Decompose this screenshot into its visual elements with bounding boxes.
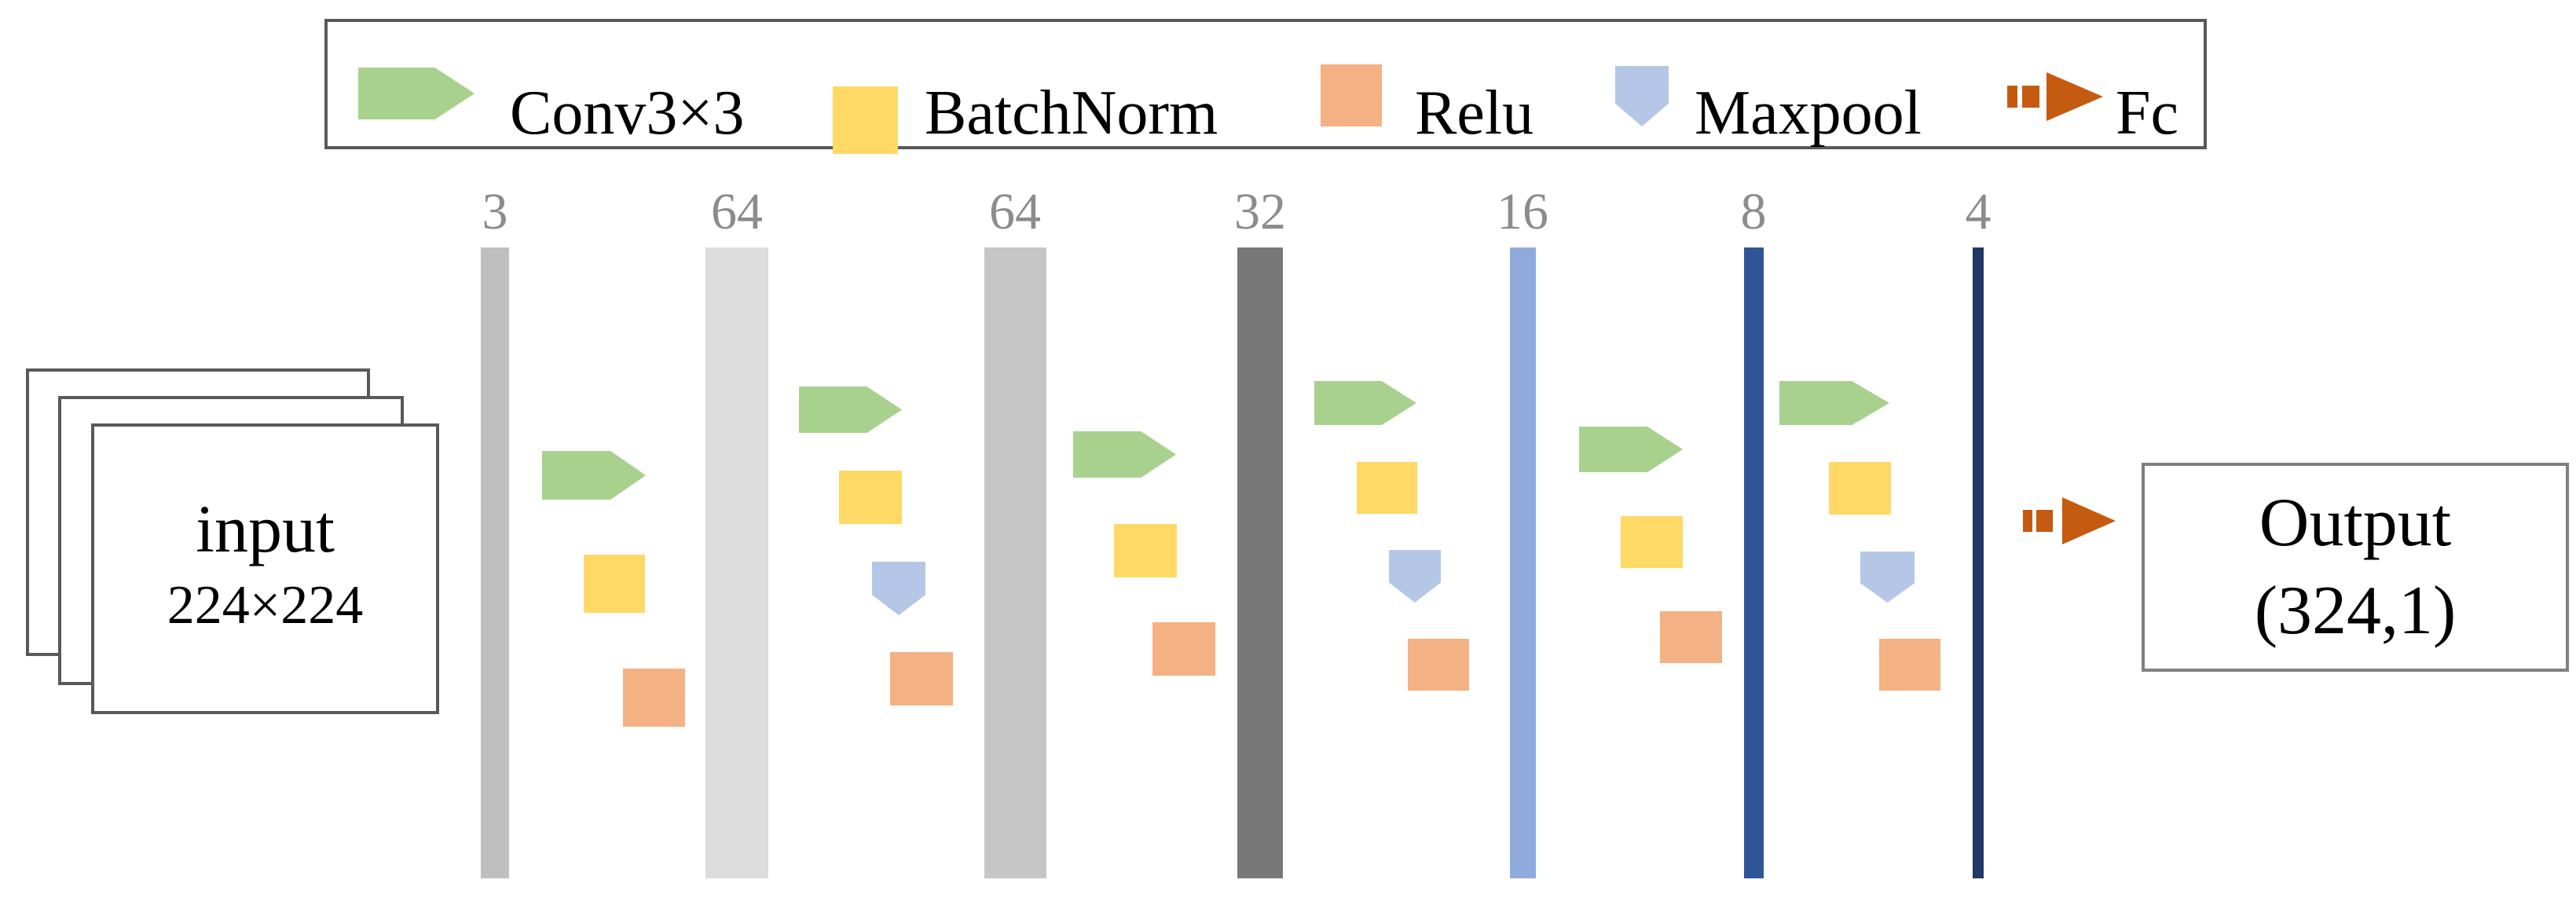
conv-icon (1779, 381, 1889, 425)
legend-label-conv: Conv3×3 (510, 79, 745, 148)
fc-icon-dash-small (2007, 86, 2017, 108)
feature-bar-2 (705, 247, 768, 878)
layer-label-3: 64 (989, 183, 1041, 240)
fc-icon-dash-small (2023, 510, 2032, 532)
legend-label-fc: Fc (2116, 79, 2178, 148)
input-sheet-front: input 224×224 (91, 423, 439, 714)
maxpool-icon (872, 562, 925, 615)
fc-icon (2023, 497, 2116, 544)
conv-icon (1579, 427, 1683, 472)
output-box: Output (324,1) (2142, 463, 2569, 672)
relu-icon (1879, 639, 1940, 691)
batchnorm-icon (1357, 462, 1417, 514)
input-size: 224×224 (167, 575, 364, 636)
maxpool-icon (1615, 66, 1669, 126)
feature-bar-1 (481, 247, 509, 878)
maxpool-icon (1389, 550, 1441, 603)
layer-label-2: 64 (711, 183, 763, 240)
batchnorm-icon (1114, 524, 1177, 577)
conv-icon (799, 387, 902, 433)
output-shape: (324,1) (2254, 573, 2457, 649)
layer-label-7: 4 (1965, 183, 1992, 240)
relu-icon (1408, 639, 1469, 691)
conv-icon (358, 68, 475, 119)
conv-icon (1314, 381, 1416, 425)
batchnorm-icon (839, 471, 902, 524)
batchnorm-icon (1621, 516, 1683, 568)
batchnorm-icon (1829, 462, 1891, 515)
feature-bar-4 (1237, 247, 1283, 878)
feature-bar-7 (1973, 247, 1984, 878)
fc-icon (2007, 72, 2105, 121)
layer-label-5: 16 (1497, 183, 1548, 240)
relu-icon (890, 652, 953, 706)
layer-label-1: 3 (482, 183, 508, 240)
fc-icon-dash-large (2036, 510, 2053, 532)
feature-bar-5 (1510, 247, 1536, 878)
batchnorm-icon (833, 86, 898, 154)
fc-icon-dash-large (2022, 86, 2039, 108)
relu-icon (623, 669, 685, 727)
feature-bar-3 (984, 247, 1046, 878)
input-title: input (196, 491, 335, 566)
output-title: Output (2259, 485, 2452, 561)
batchnorm-icon (584, 555, 645, 613)
feature-bar-6 (1744, 247, 1764, 878)
legend-label-maxpool: Maxpool (1695, 79, 1922, 148)
relu-icon (1152, 622, 1215, 676)
fc-icon-arrowhead (2062, 497, 2116, 544)
legend: Conv3×3 BatchNorm Relu Maxpool Fc (324, 19, 2207, 154)
relu-icon (1321, 64, 1382, 126)
legend-label-relu: Relu (1415, 79, 1534, 148)
fc-icon-arrowhead (2047, 72, 2103, 121)
relu-icon (1660, 611, 1722, 663)
maxpool-icon (1860, 552, 1915, 603)
conv-icon (1073, 431, 1176, 478)
legend-label-batchnorm: BatchNorm (925, 79, 1218, 148)
layer-label-6: 8 (1740, 183, 1767, 240)
conv-icon (542, 451, 646, 500)
layer-label-4: 32 (1234, 183, 1286, 240)
